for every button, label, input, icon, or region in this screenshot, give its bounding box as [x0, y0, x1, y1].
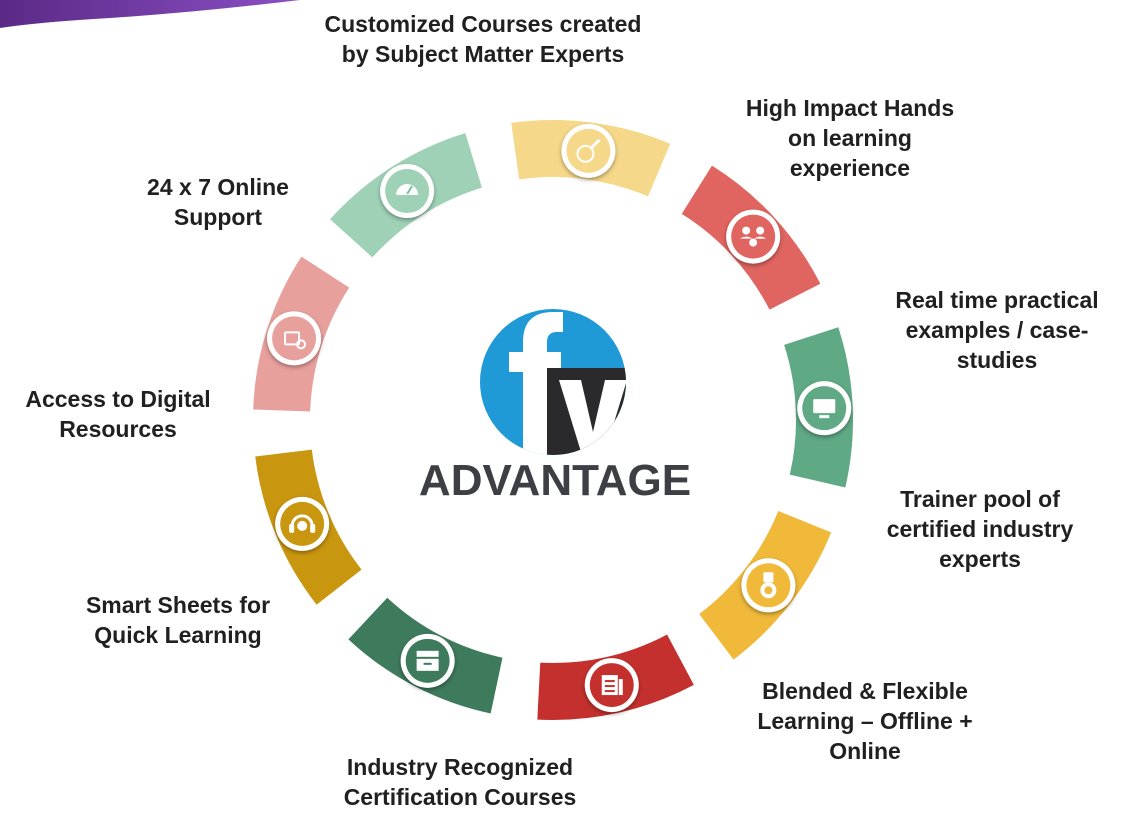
usb-cable-icon: [561, 123, 616, 178]
label-line: Industry Recognized: [346, 754, 574, 780]
center-title: ADVANTAGE: [418, 456, 692, 505]
label-line: Online: [829, 738, 901, 764]
label-line: Access to Digital: [25, 386, 211, 412]
label-line: studies: [956, 347, 1038, 373]
label-line: examples / case-: [905, 317, 1089, 343]
label-line: experts: [939, 546, 1021, 572]
label-line: Trainer pool of: [900, 486, 1060, 512]
folder-gear-icon: [267, 311, 322, 366]
label-real-time: Real time practical examples / case-studi…: [868, 285, 1126, 375]
label-line: Resources: [59, 416, 177, 442]
label-line: High Impact Hands: [745, 95, 955, 121]
team-icon: [726, 209, 781, 264]
label-line: by Subject Matter Experts: [341, 41, 625, 67]
fv-logo: [480, 309, 626, 455]
label-line: Real time practical: [895, 287, 1099, 313]
logo-f-letter: [509, 312, 563, 455]
headset-icon: [275, 496, 330, 551]
medal-icon: [741, 558, 796, 613]
label-line: Support: [173, 204, 263, 230]
label-line: Quick Learning: [94, 622, 262, 648]
label-line: Customized Courses created: [324, 11, 642, 37]
monitor-icon: [797, 381, 852, 436]
label-line: experience: [789, 155, 911, 181]
archive-box-icon: [400, 633, 455, 688]
speedometer-icon: [380, 164, 435, 219]
icon-badges: [267, 123, 852, 713]
label-line: Learning – Offline +: [757, 708, 973, 734]
label-line: Smart Sheets for: [85, 592, 271, 618]
label-line: on learning: [788, 125, 912, 151]
label-trainer-pool: Trainer pool of certified industry experts: [855, 484, 1105, 574]
label-custom-courses: Customized Courses created by Subject Mat…: [283, 9, 683, 69]
label-line: Certification Courses: [343, 784, 577, 810]
newspaper-icon: [584, 658, 639, 713]
label-hands-on: High Impact Hands on learning experience: [720, 93, 980, 183]
label-line: 24 x 7 Online: [147, 174, 289, 200]
corner-ribbon: [0, 0, 300, 28]
label-line: certified industry: [886, 516, 1074, 542]
label-line: Blended & Flexible: [762, 678, 968, 704]
